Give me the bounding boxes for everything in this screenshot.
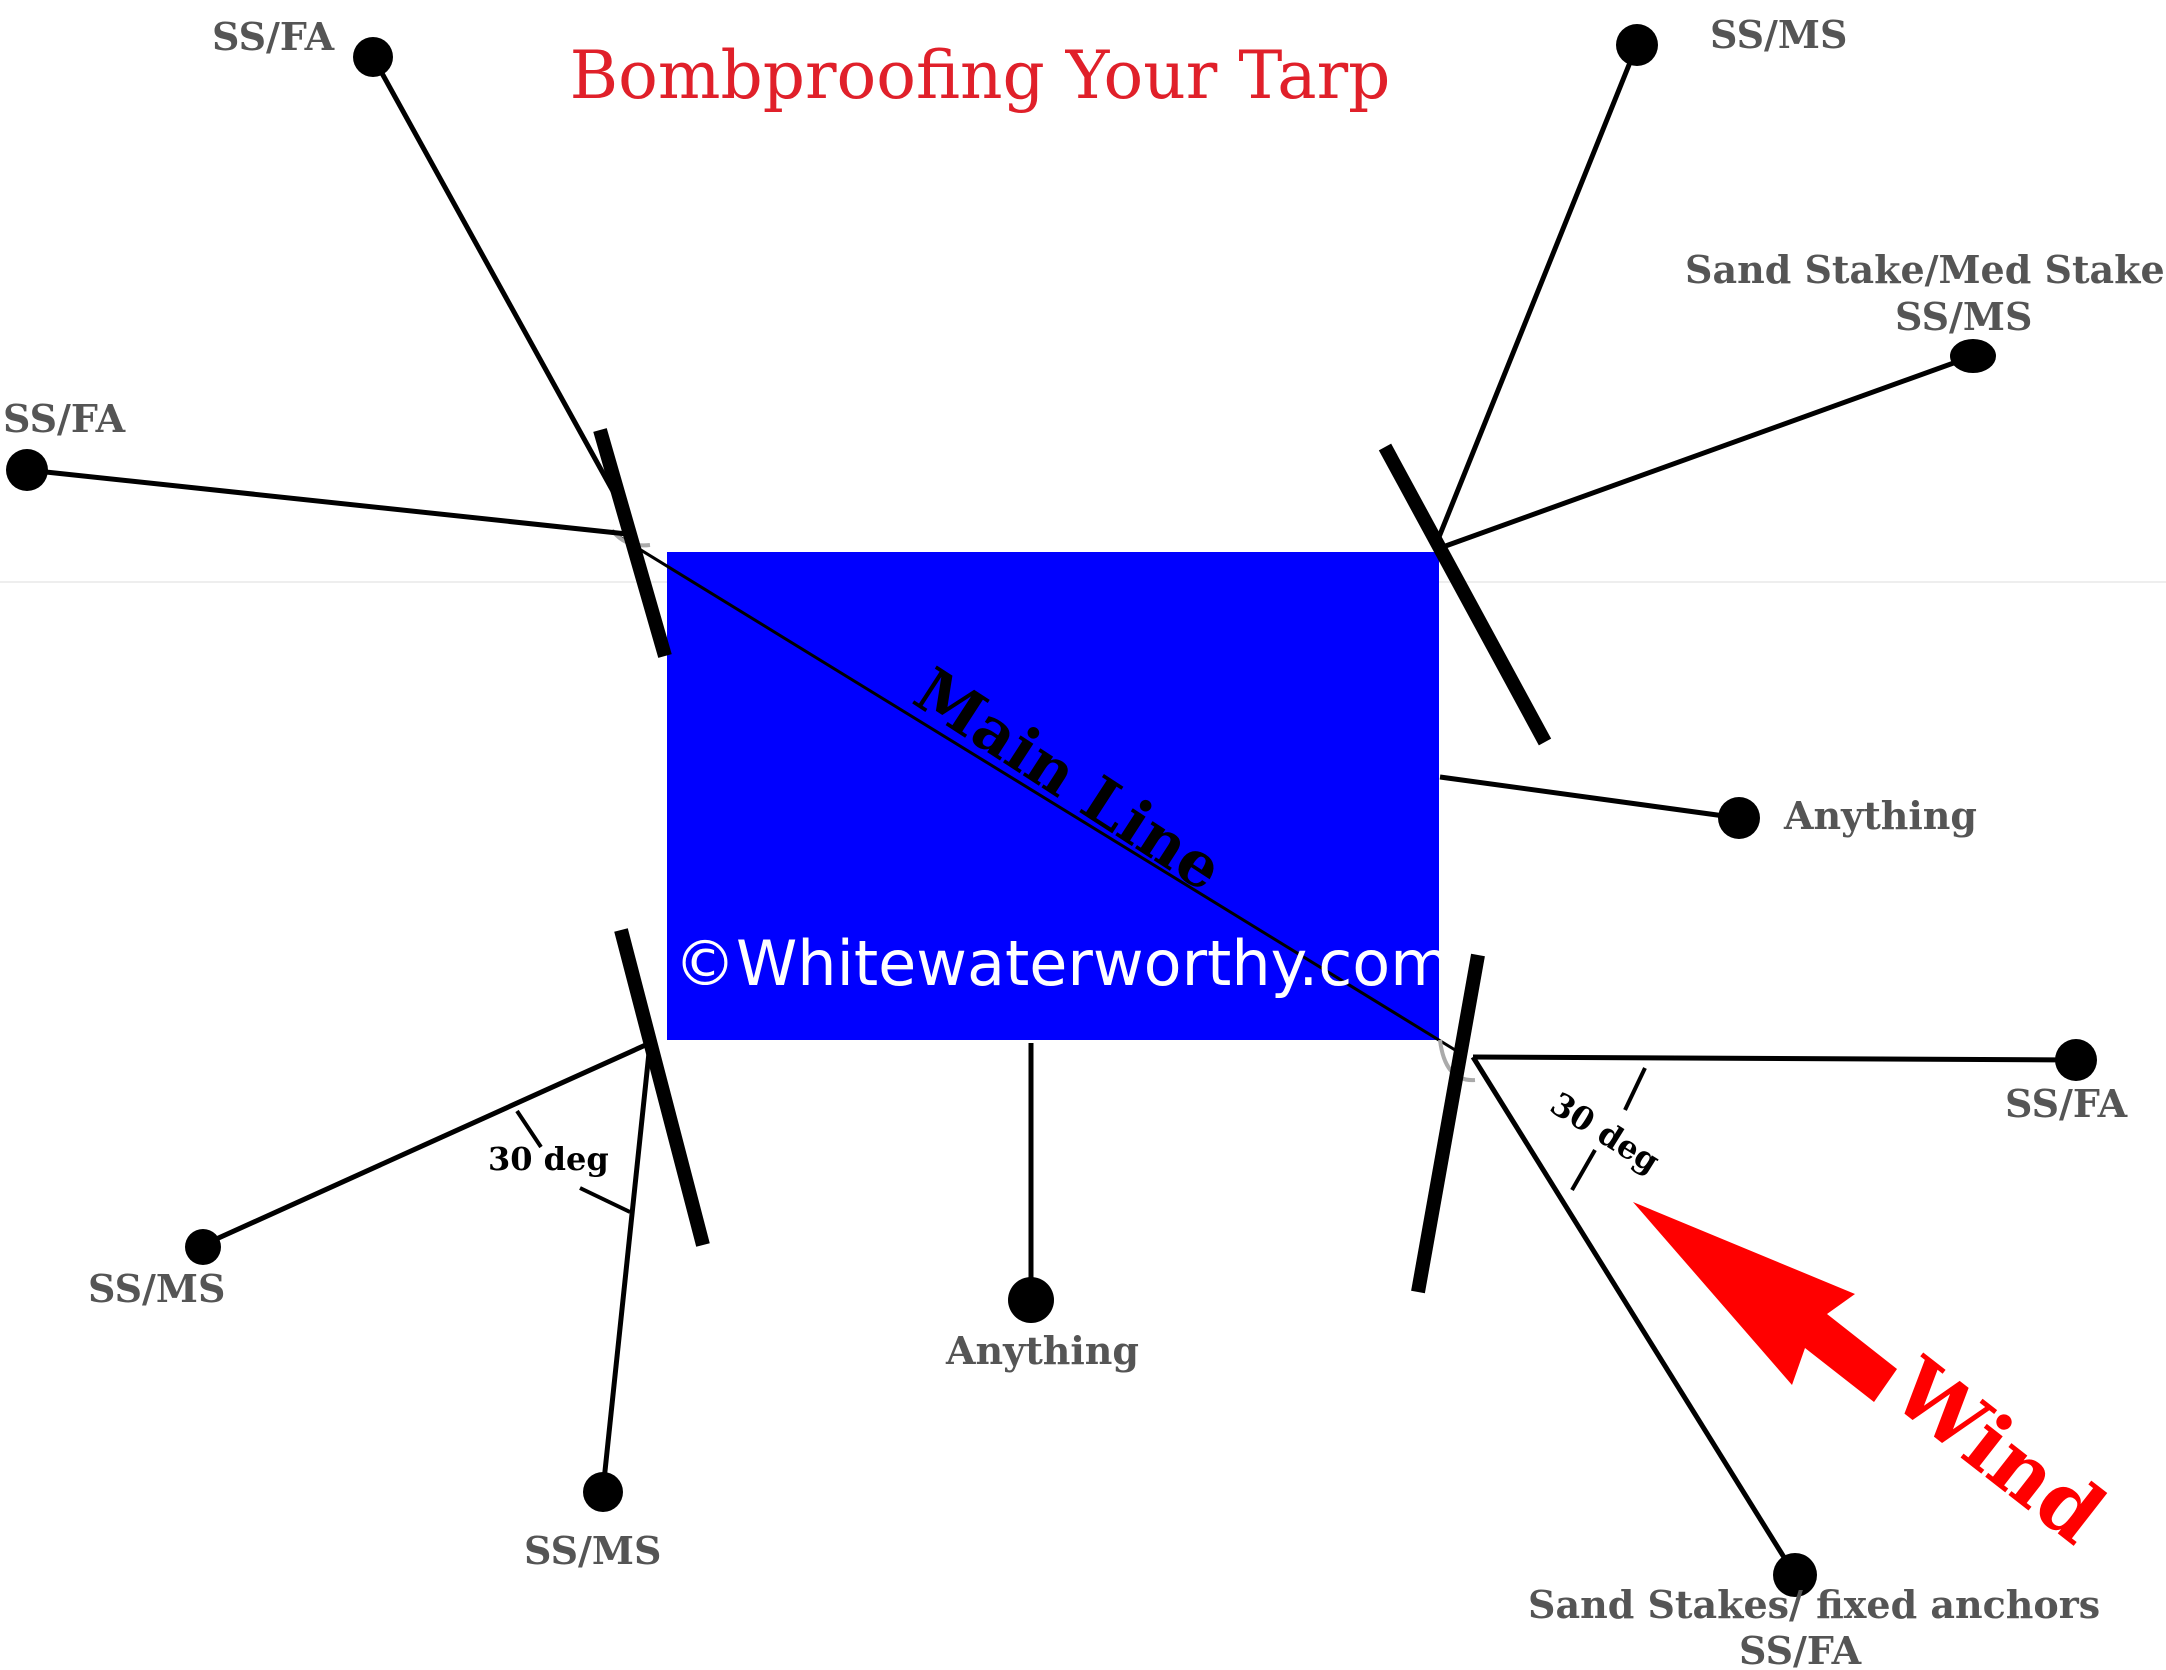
angle-tick-left-b (579, 1186, 631, 1214)
anchor-right-upper (1950, 339, 1996, 373)
guy-line-top-left (370, 55, 633, 524)
anchor-top-left (353, 37, 393, 77)
guy-line-right-upper (1439, 353, 1974, 551)
diagram-title: Bombproofing Your Tarp (570, 37, 1391, 114)
guy-line-right-mid (1439, 774, 1740, 821)
label-right-upper-line1: Sand Stake/Med Stake (1685, 247, 2165, 292)
label-bottom-center: Anything (945, 1328, 1139, 1373)
label-bottom-left: SS/MS (88, 1266, 225, 1311)
anchor-bottom-right (1773, 1553, 1817, 1597)
tarp (667, 552, 1439, 1040)
anchor-left (6, 449, 48, 491)
angle-label-left: 30 deg (488, 1140, 609, 1178)
label-bottom-right-line2: SS/FA (1739, 1628, 1862, 1670)
guy-line-bottom-right (1470, 1055, 1798, 1577)
main-line (617, 534, 1461, 1055)
label-top-right: SS/MS (1710, 12, 1847, 57)
pole-bottom-right (1411, 953, 1485, 1294)
guy-line-left (26, 467, 628, 537)
anchor-bottom-center (1008, 1277, 1054, 1323)
anchor-bottom-left (185, 1229, 221, 1265)
angle-tick-left-a (515, 1109, 543, 1149)
anchor-top-right (1616, 24, 1658, 66)
label-right-mid: Anything (1783, 793, 1977, 838)
pole-top-left (593, 428, 672, 658)
guy-line-bottom-left-lower (600, 1042, 653, 1491)
anchor-right-mid (1718, 797, 1760, 839)
wind-arrow (1633, 1202, 1897, 1402)
label-bottom-left-lower: SS/MS (524, 1528, 661, 1573)
label-right-upper-line2: SS/MS (1895, 294, 2032, 339)
anchor-right-lower (2055, 1039, 2097, 1081)
label-left: SS/FA (3, 396, 126, 441)
guy-line-top-right (1434, 44, 1640, 543)
label-bottom-right-line1: Sand Stakes/ fixed anchors (1528, 1582, 2100, 1627)
wind-label: Wind (1874, 1339, 2122, 1562)
angle-tick-right-a (1623, 1067, 1647, 1111)
angle-tick-right-b (1570, 1149, 1597, 1191)
label-right-lower: SS/FA (2005, 1081, 2128, 1126)
pole-bottom-left (614, 928, 710, 1247)
copyright-watermark: ©Whitewaterworthy.com (674, 927, 1451, 1000)
guy-line-bottom-left (201, 1040, 652, 1248)
anchor-bottom-left-lower (583, 1472, 623, 1512)
angle-label-right: 30 deg (1544, 1085, 1667, 1181)
label-top-left: SS/FA (212, 14, 335, 59)
guy-line-right-lower (1472, 1054, 2077, 1063)
pole-top-right (1378, 443, 1552, 746)
